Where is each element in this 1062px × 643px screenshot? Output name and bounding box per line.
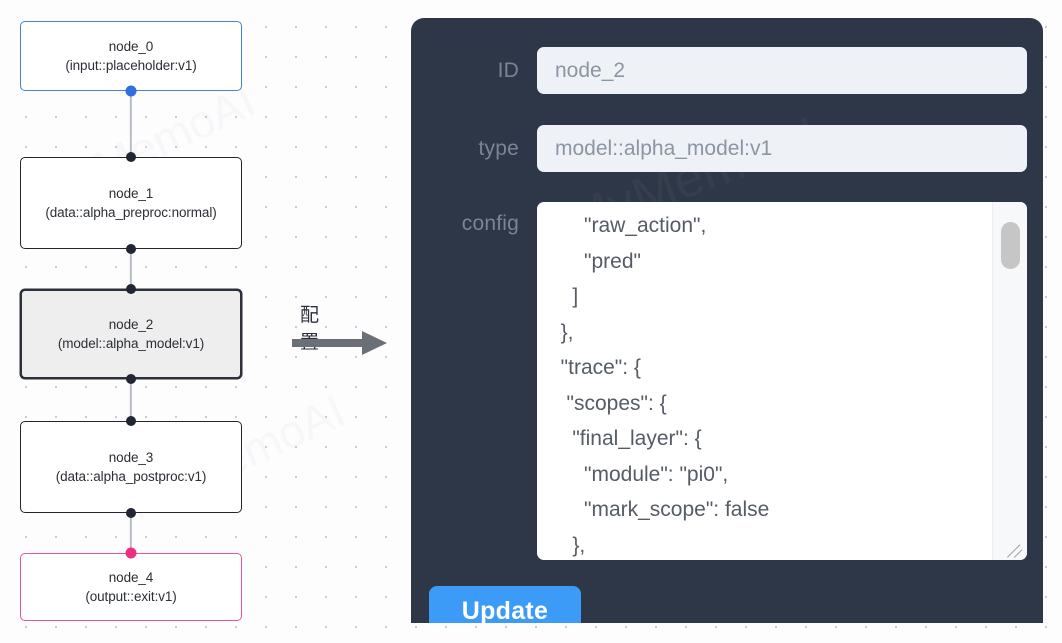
id-input[interactable]: node_2 [537,47,1027,94]
graph-node-node_3[interactable]: node_3 (data::alpha_postproc:v1) [20,421,242,513]
node-handle-target-node_3[interactable] [126,416,136,426]
node-handle-source-node_1[interactable] [126,244,136,254]
graph-node-node_2[interactable]: node_2 (model::alpha_model:v1) [20,289,242,379]
node-handle-target-node_4[interactable] [125,547,137,559]
edge-node0-node1 [129,90,133,158]
node-handle-target-node_2[interactable] [126,284,136,294]
graph-node-node_1[interactable]: node_1 (data::alpha_preproc:normal) [20,157,242,249]
node-handle-source-node_3[interactable] [126,508,136,518]
arrow-icon [292,331,387,355]
config-field-label: config [461,212,519,235]
node-handle-source-node_2[interactable] [126,374,136,384]
resize-handle-icon[interactable] [1006,539,1026,559]
type-input[interactable]: model::alpha_model:v1 [537,125,1027,172]
node-handle-source-node_0[interactable] [125,85,137,97]
node-label: node_1 (data::alpha_preproc:normal) [45,186,217,220]
node-label: node_4 (output::exit:v1) [85,570,177,604]
node-label: node_0 (input::placeholder:v1) [65,39,197,73]
config-textarea-wrapper[interactable]: "raw_action", "pred" ] }, "trace": { "sc… [537,202,1027,560]
config-textarea[interactable]: "raw_action", "pred" ] }, "trace": { "sc… [560,214,770,557]
id-field-row: ID node_2 [429,47,1027,94]
type-field-row: type model::alpha_model:v1 [429,125,1027,172]
node-label: node_3 (data::alpha_postproc:v1) [55,450,207,484]
node-label: node_2 (model::alpha_model:v1) [57,317,205,351]
graph-node-node_0[interactable]: node_0 (input::placeholder:v1) [20,21,242,91]
update-button[interactable]: Update [429,586,581,623]
config-scrollbar[interactable] [992,202,1027,560]
graph-node-node_4[interactable]: node_4 (output::exit:v1) [20,553,242,621]
type-field-label: type [478,136,519,160]
config-scrollbar-thumb[interactable] [1001,222,1020,269]
edge-node1-node2 [129,248,133,318]
node-handle-target-node_1[interactable] [126,152,136,162]
edge-node2-node3 [129,378,133,443]
config-field-row: config "raw_action", "pred" ] }, "trace"… [429,202,1027,560]
node-config-panel: MyMemoAI MyMemoAI ID node_2 type model::… [411,18,1043,623]
id-field-label: ID [497,58,519,82]
edge-node3-node4 [129,511,133,576]
